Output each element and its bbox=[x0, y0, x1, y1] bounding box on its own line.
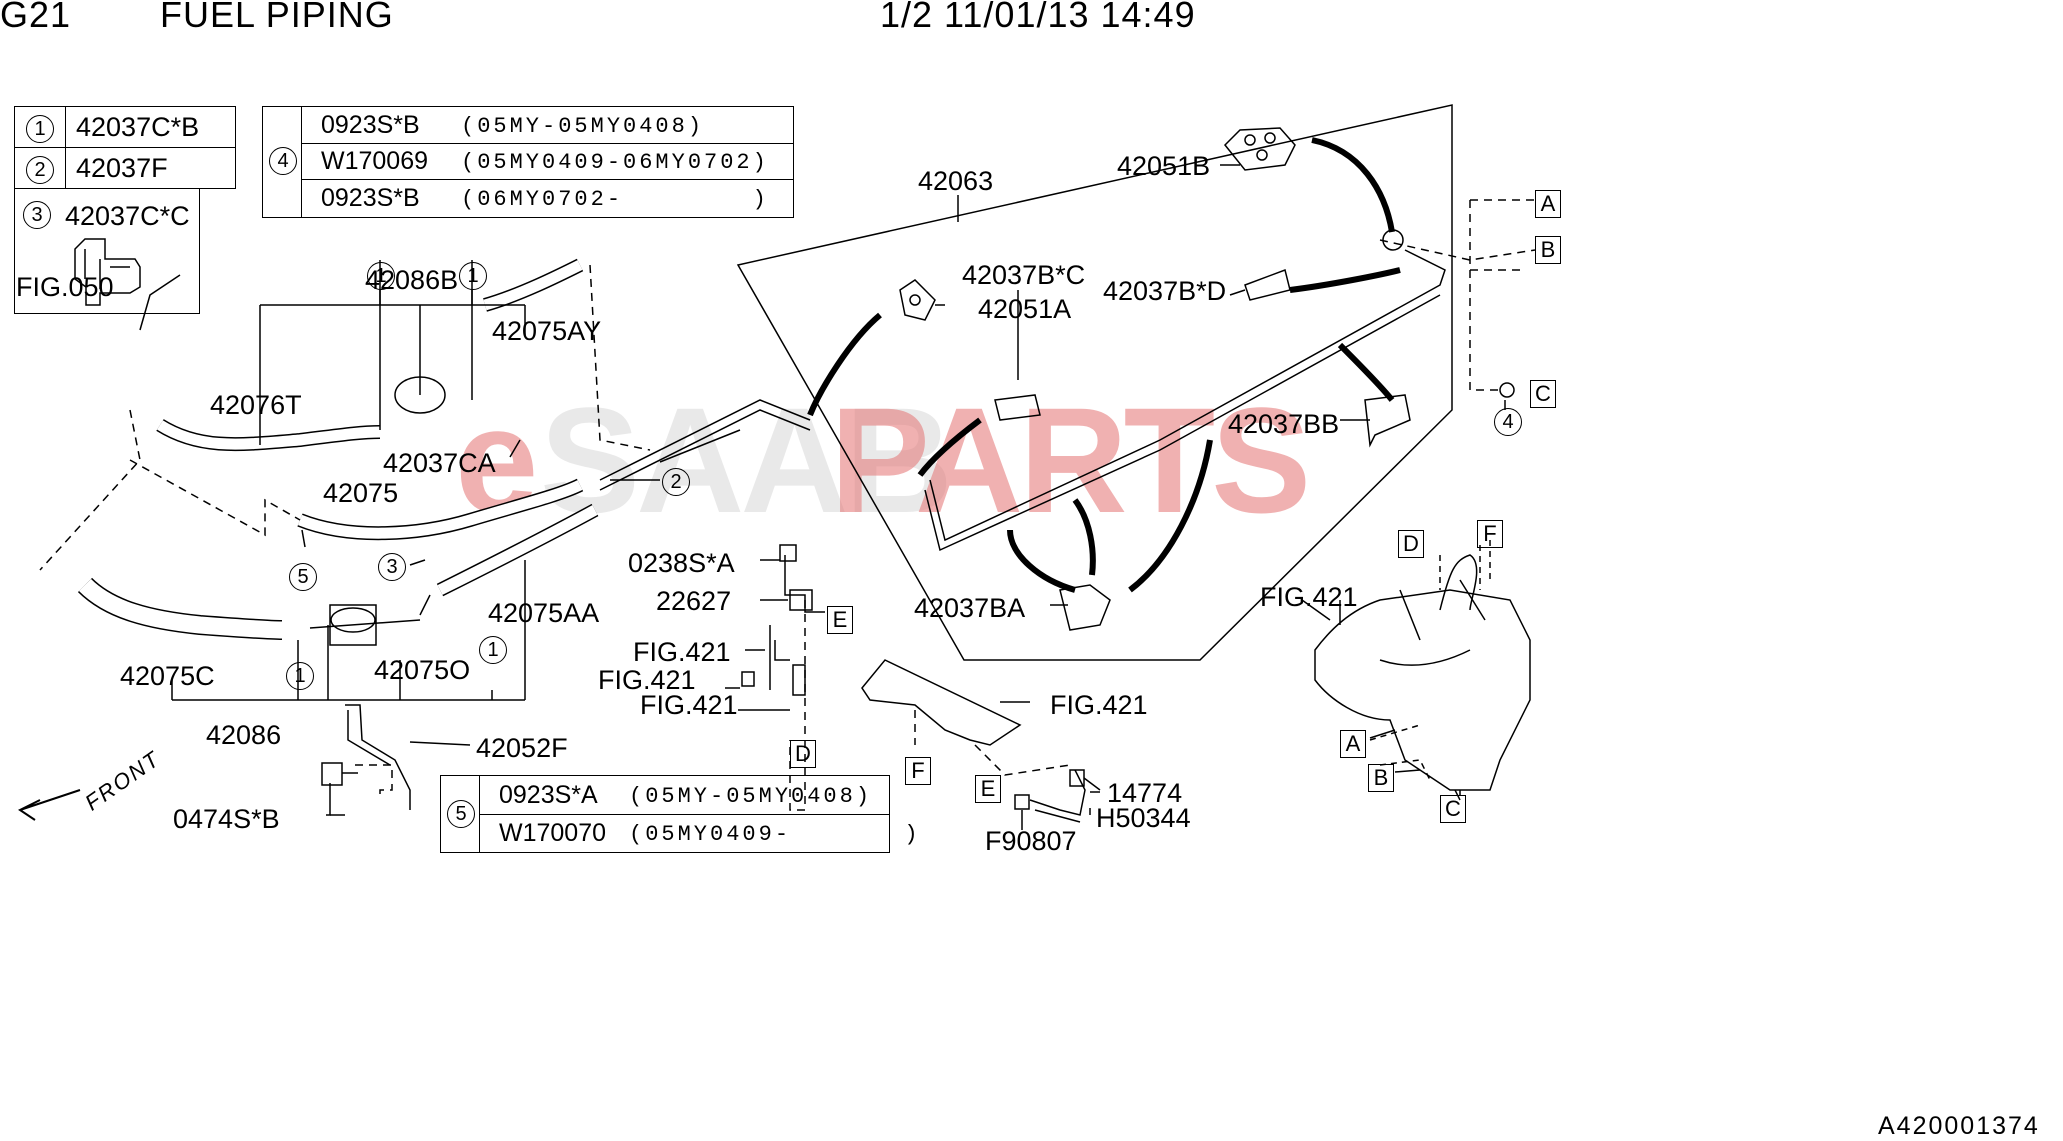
label-H50344: H50344 bbox=[1096, 803, 1191, 833]
diagram-code: G21 bbox=[0, 0, 72, 35]
legend-part: 42037C*B bbox=[65, 106, 236, 148]
legend-row: 1 42037C*B bbox=[14, 106, 236, 148]
ref-C-box: C bbox=[1530, 380, 1556, 408]
legend-bolt-4-box: 4 0923S*B (05MY-05MY0408) W170069 (05MY0… bbox=[262, 106, 794, 218]
label-42037BC: 42037B*C bbox=[962, 260, 1086, 290]
ref-D-box: D bbox=[790, 740, 816, 768]
page-info: 1/2 11/01/13 14:49 bbox=[880, 0, 1196, 35]
callout-1-icon: 1 bbox=[286, 662, 314, 690]
label-22627: 22627 bbox=[656, 586, 732, 616]
label-42052F: 42052F bbox=[476, 733, 568, 763]
ref-B-box: B bbox=[1368, 764, 1394, 792]
label-42075: 42075 bbox=[323, 478, 399, 508]
label-fig-050: FIG.050 bbox=[16, 272, 114, 302]
callout-4-icon: 4 bbox=[1494, 408, 1522, 436]
callout-1-icon: 1 bbox=[479, 636, 507, 664]
legend-row: 2 42037F bbox=[14, 147, 236, 189]
callout-2-icon: 2 bbox=[662, 468, 690, 496]
label-42076T: 42076T bbox=[210, 390, 302, 420]
label-42051A: 42051A bbox=[978, 294, 1072, 324]
legend-row: 0923S*B (05MY-05MY0408) bbox=[301, 107, 793, 144]
callout-1-icon: 1 bbox=[459, 262, 487, 290]
label-fig-421: FIG.421 bbox=[1260, 582, 1358, 612]
ref-F-box: F bbox=[1477, 520, 1503, 548]
legend-part: 42037C*C bbox=[65, 201, 190, 231]
ref-E-box: E bbox=[975, 775, 1001, 803]
label-42037BA: 42037BA bbox=[914, 593, 1026, 623]
ref-C-box: C bbox=[1440, 795, 1466, 823]
label-42075AA: 42075AA bbox=[488, 598, 600, 628]
label-42086: 42086 bbox=[206, 720, 282, 750]
label-42037BD: 42037B*D bbox=[1103, 276, 1227, 306]
legend-clips-table: 1 42037C*B 2 42037F bbox=[14, 106, 236, 189]
ref-E-box: E bbox=[827, 606, 853, 634]
legend-row: 0923S*A (05MY-05MY0408) bbox=[479, 776, 889, 815]
label-42037BB: 42037BB bbox=[1228, 409, 1340, 439]
ref-B-box: B bbox=[1535, 236, 1561, 264]
label-0474SB: 0474S*B bbox=[173, 804, 280, 834]
label-F90807: F90807 bbox=[985, 826, 1077, 856]
label-0238SA: 0238S*A bbox=[628, 548, 735, 578]
ref-D-box: D bbox=[1398, 530, 1424, 558]
legend-part: 42037F bbox=[65, 147, 236, 189]
legend-clip-3-box: 3 42037C*C bbox=[14, 188, 200, 314]
callout-1-icon: 1 bbox=[367, 262, 395, 290]
callout-5-icon: 5 bbox=[447, 800, 475, 828]
ref-A-box: A bbox=[1535, 190, 1561, 218]
tank-outline bbox=[736, 104, 1453, 661]
label-42075O: 42075O bbox=[374, 655, 471, 685]
diagram-id: A420001374 bbox=[1878, 1112, 2040, 1140]
callout-4-icon: 4 bbox=[269, 147, 297, 175]
callout-2-icon: 2 bbox=[26, 156, 54, 184]
label-42063: 42063 bbox=[918, 166, 994, 196]
callout-1-icon: 1 bbox=[26, 115, 54, 143]
label-42075C: 42075C bbox=[120, 661, 215, 691]
label-42037CA: 42037CA bbox=[383, 448, 496, 478]
ref-A-box: A bbox=[1340, 730, 1366, 758]
legend-bolt-5-box: 5 0923S*A (05MY-05MY0408) W170070 (05MY0… bbox=[440, 775, 921, 853]
watermark-saab: SAAB bbox=[540, 376, 953, 544]
label-42075AY: 42075AY bbox=[492, 316, 602, 346]
label-fig-421: FIG.421 bbox=[1050, 690, 1148, 720]
ref-F-box: F bbox=[905, 757, 931, 785]
clip-illustration-icon bbox=[74, 238, 141, 306]
diagram-title: FUEL PIPING bbox=[160, 0, 394, 35]
callout-3-icon: 3 bbox=[378, 553, 406, 581]
legend-row: W170069 (05MY0409-06MY0702) bbox=[301, 143, 793, 180]
callout-5-icon: 5 bbox=[289, 563, 317, 591]
label-fig-421: FIG.421 bbox=[598, 665, 696, 695]
label-42051B: 42051B bbox=[1117, 151, 1211, 181]
legend-row: 0923S*B (06MY0702- ) bbox=[321, 184, 769, 212]
legend-row: W170070 (05MY0409- ) bbox=[499, 819, 921, 847]
callout-3-icon: 3 bbox=[23, 201, 51, 229]
label-14774: 14774 bbox=[1107, 778, 1183, 808]
label-fig-421: FIG.421 bbox=[633, 637, 731, 667]
label-fig-421: FIG.421 bbox=[640, 690, 738, 720]
